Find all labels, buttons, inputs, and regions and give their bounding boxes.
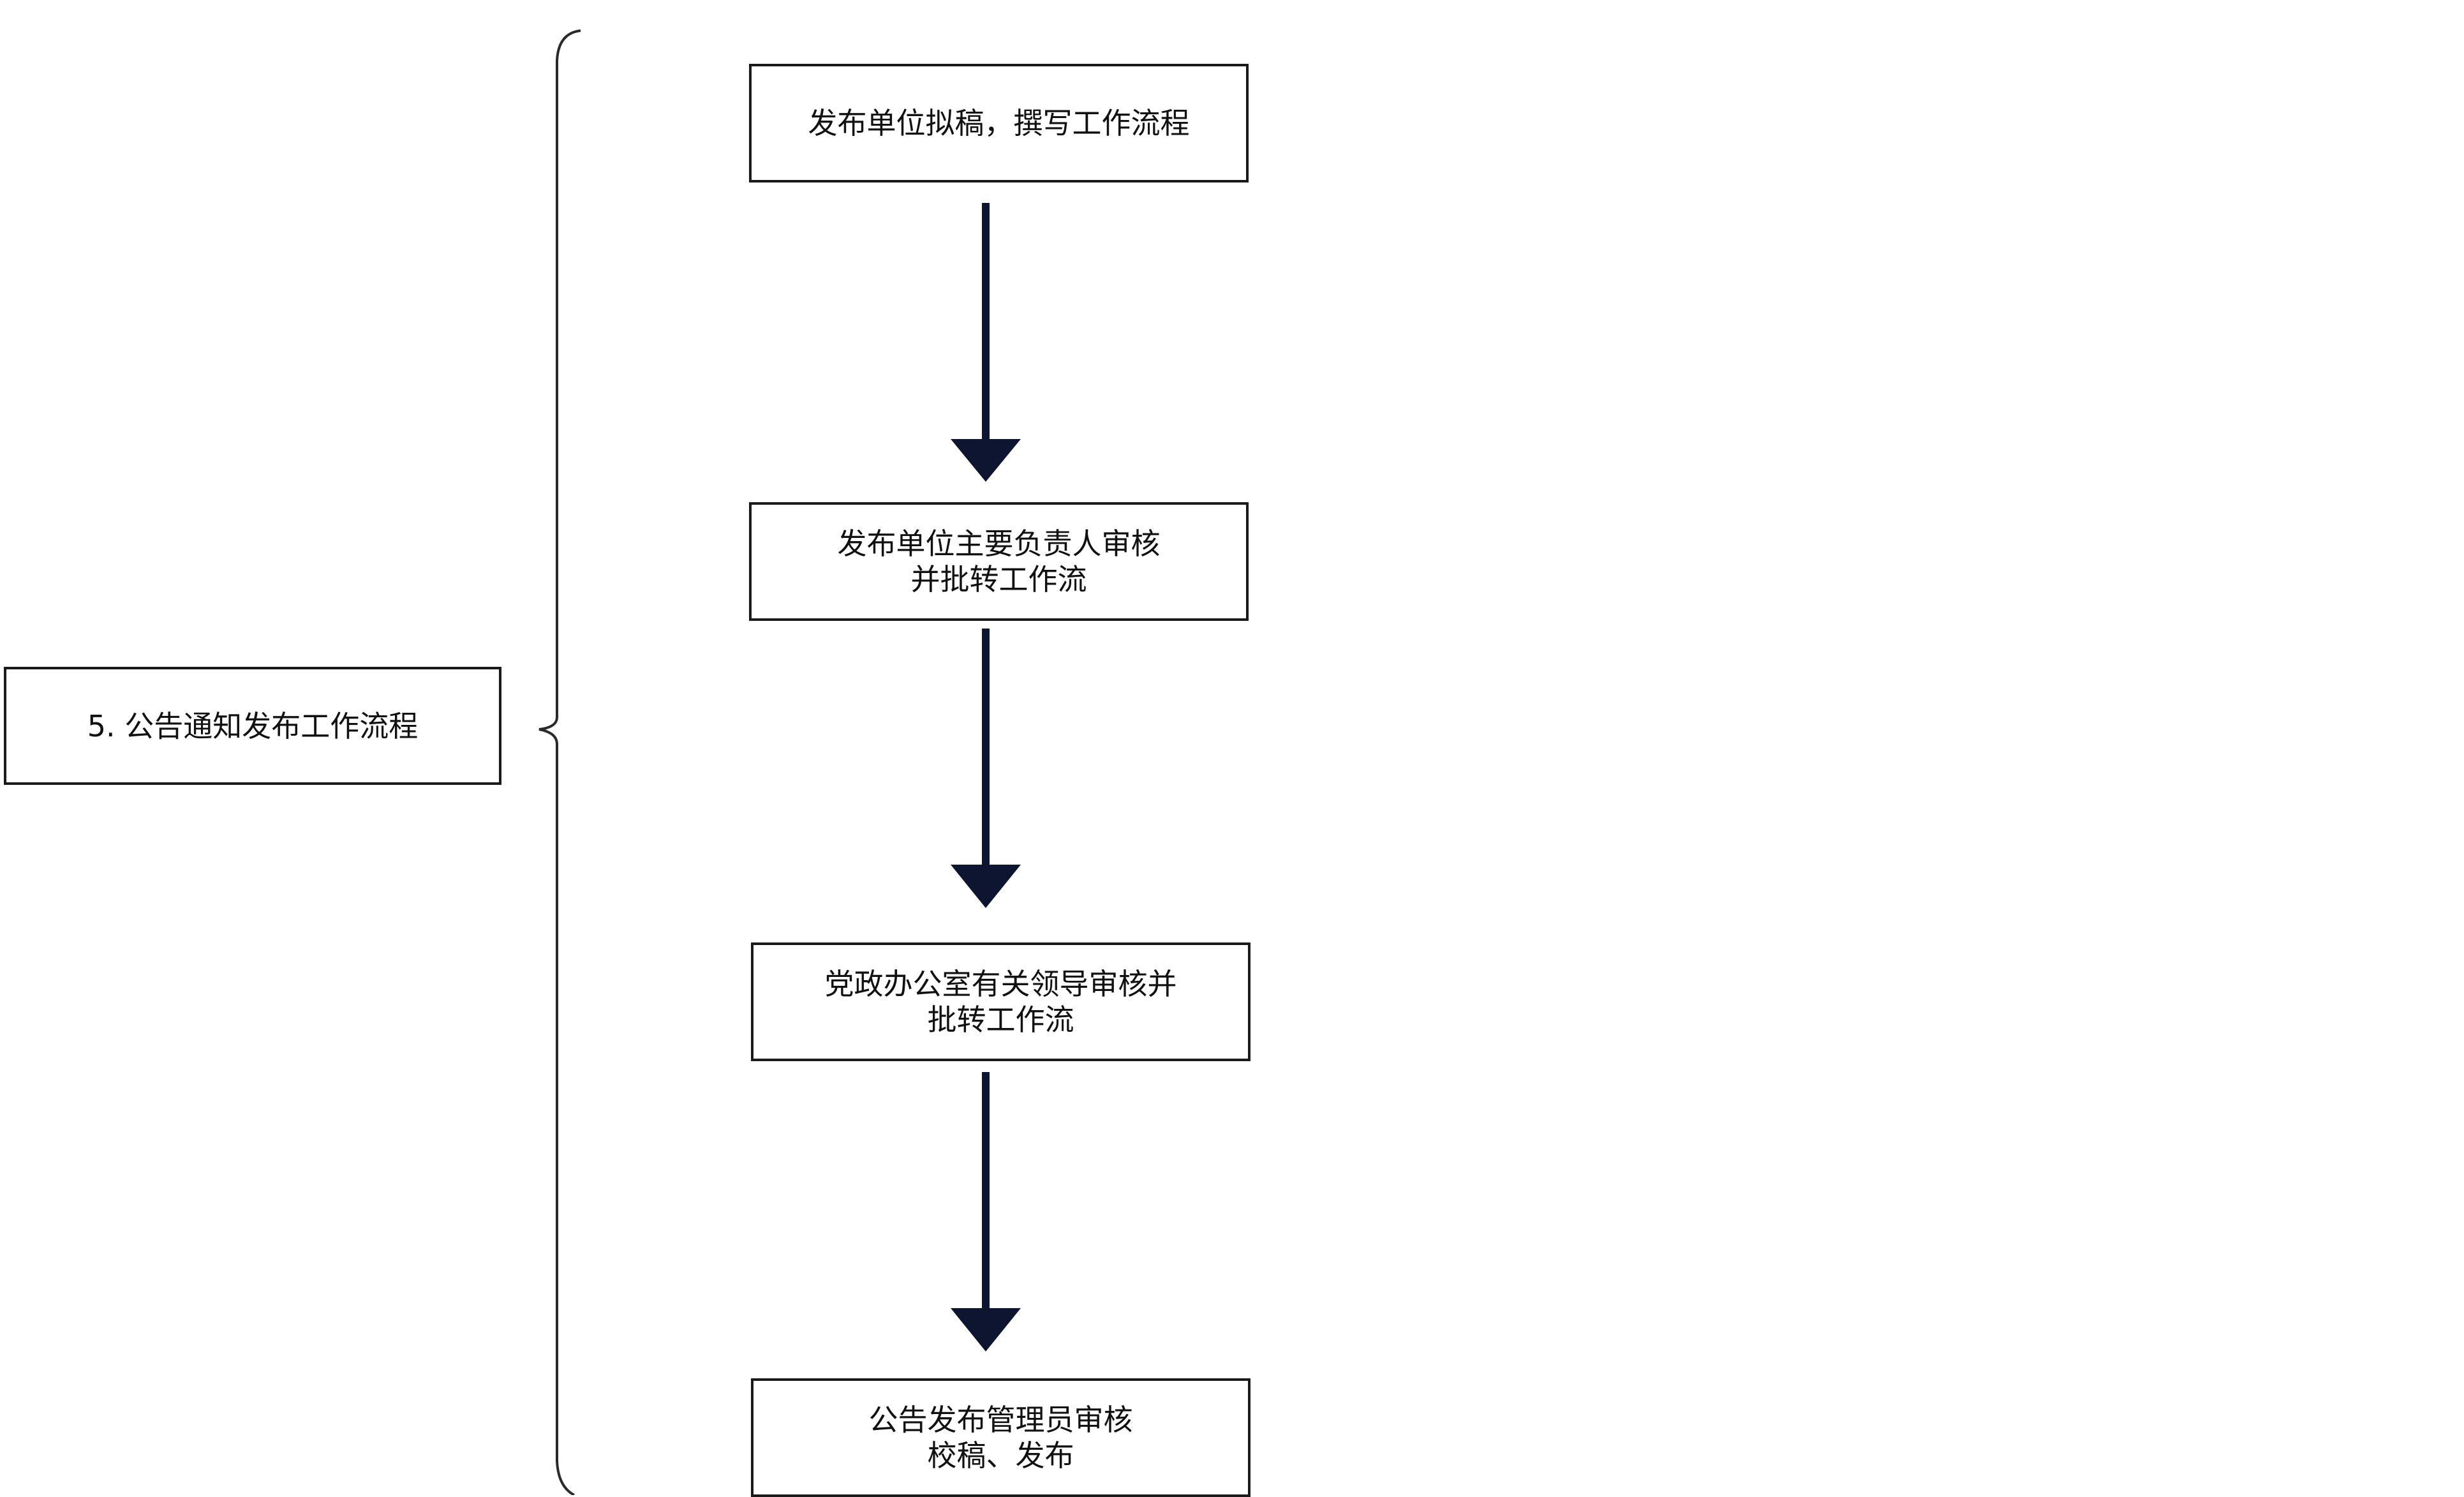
process-title-box: 5. 公告通知发布工作流程: [4, 667, 501, 785]
step-3-box: 党政办公室有关领导审核并 批转工作流: [751, 942, 1251, 1061]
step-1-label: 发布单位拟稿，撰写工作流程: [808, 106, 1190, 140]
curly-bracket: [538, 29, 581, 1495]
step-4-label: 公告发布管理员审核 校稿、发布: [868, 1403, 1133, 1473]
step-3-label: 党政办公室有关领导审核并 批转工作流: [824, 967, 1177, 1037]
step-2-box: 发布单位主要负责人审核 并批转工作流: [749, 502, 1249, 621]
step-2-label: 发布单位主要负责人审核 并批转工作流: [837, 526, 1161, 597]
step-1-box: 发布单位拟稿，撰写工作流程: [749, 64, 1249, 182]
arrow-3-head: [951, 1308, 1021, 1352]
step-4-box: 公告发布管理员审核 校稿、发布: [751, 1378, 1251, 1497]
process-title: 5. 公告通知发布工作流程: [87, 708, 419, 743]
arrow-1-head: [951, 439, 1021, 482]
arrow-2-head: [951, 865, 1021, 908]
